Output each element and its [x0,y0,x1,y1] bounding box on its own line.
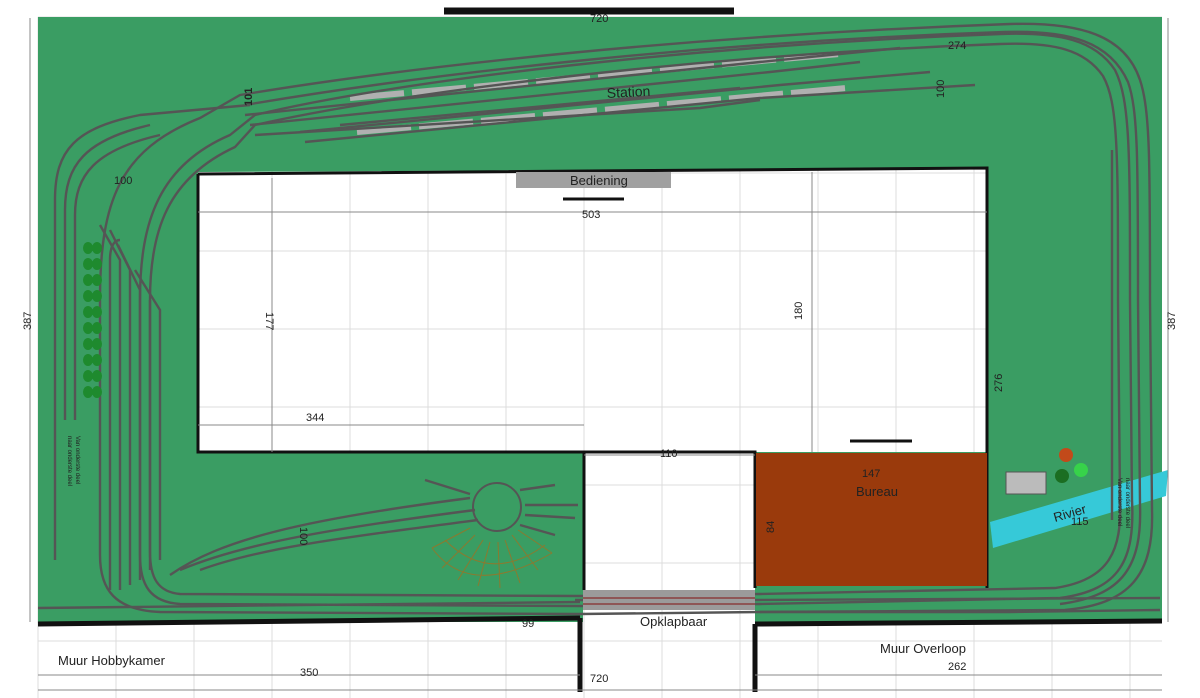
dim-right-strip-height: 276 [993,374,1005,392]
tree [83,258,93,270]
dim-bottom-width: 720 [590,673,608,685]
platform-segment [411,84,467,96]
tree [83,242,93,254]
platform-segment [349,90,405,101]
platform-segment [356,124,412,135]
small-building [1005,471,1047,495]
platform-segment [790,85,846,96]
dim-inner-right-height: 180 [793,302,805,320]
platform-segment [535,73,591,85]
opklapbaar-label: Opklapbaar [640,614,708,629]
signal-light-darkgreen [1055,469,1069,483]
dim-left-height: 387 [22,312,34,330]
tree [92,274,102,286]
tree [92,290,102,302]
platform-segment [597,67,653,79]
van-onderste-deel-label-right: Van onderste deel [1116,478,1122,526]
dim-top-width: 720 [590,13,608,25]
tree [92,258,102,270]
dim-left-bottom-small: 100 [297,527,309,545]
platform-segment [659,62,715,74]
tree [92,322,102,334]
platform-segment [604,101,660,113]
dim-inner-left-height: 177 [263,312,275,330]
tree [92,386,102,398]
dim-bureau-width: 147 [862,468,880,480]
bureau-block [756,453,987,586]
dim-top-right-run: 274 [948,40,966,52]
platform-segment [728,90,784,102]
tree [83,354,93,366]
tree [92,306,102,318]
dim-bottom-left-small: 99 [522,618,534,630]
dimension-lines [29,18,1169,691]
walls [37,7,1163,692]
rivier-strip [990,470,1168,548]
dim-inner-width: 503 [582,209,600,221]
signal-light-green [1074,463,1088,477]
platform-segment [666,96,722,108]
inner-area-outline [196,166,989,590]
opklapbaar-bridge [583,590,755,610]
tree [83,386,93,398]
tree [83,338,93,350]
platform-segment [542,107,598,119]
track-plan [37,22,1161,616]
tree [83,306,93,318]
turntable [472,482,522,532]
naar-onderste-deel-label: naar onderste deel [66,436,72,486]
dim-right-height: 387 [1166,312,1178,330]
track-number-label: 101 [243,88,255,106]
dim-inner-bottom-left: 344 [306,412,324,424]
muur-overloop-label: Muur Overloop [880,641,966,656]
tree [83,290,93,302]
dim-gap-width: 110 [660,448,678,460]
dim-top-right-small: 100 [935,80,947,98]
dim-left-top-small: 100 [114,175,132,187]
roundhouse [431,527,553,589]
bediening-label: Bediening [570,173,628,188]
tree [92,354,102,366]
tree [83,274,93,286]
dim-bureau-height: 84 [765,521,777,533]
tree [92,338,102,350]
bureau-label: Bureau [856,484,898,499]
trees-group [83,242,102,398]
station-label: Station [606,83,650,101]
tree [83,370,93,382]
dim-rivier-width: 115 [1071,516,1089,528]
naar-onderste-deel-label-right: naar onderste deel [1124,478,1130,528]
signal-light-red [1059,448,1073,462]
bediening-bar [516,172,671,188]
tree [92,370,102,382]
dim-wall-left-length: 350 [300,667,318,679]
muur-hobbykamer-label: Muur Hobbykamer [58,653,166,668]
tree [92,242,102,254]
van-onderste-deel-label: Van onderste deel [74,436,80,484]
dim-wall-right-length: 262 [948,661,966,673]
tree [83,322,93,334]
